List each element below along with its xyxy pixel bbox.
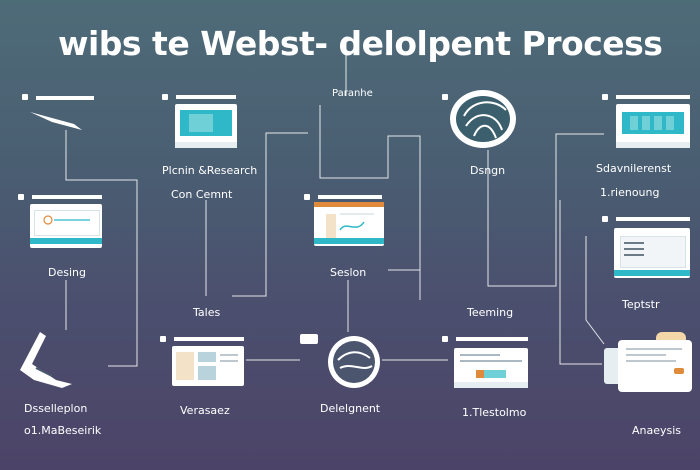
teptstr-monitor[interactable] [614, 228, 690, 278]
wire-10 [487, 133, 604, 287]
laptop-icon [43, 215, 90, 225]
label-analyssis: Anaeysis [632, 424, 682, 437]
label-dsselleplon: Dsselleplon [24, 402, 88, 415]
small-tab [300, 334, 318, 344]
salvalerens-monitor[interactable] [616, 104, 690, 148]
wire-12 [585, 236, 605, 345]
delepgnent-globe[interactable] [328, 336, 384, 388]
desing-laptop[interactable] [30, 204, 102, 248]
badge-verasaez [160, 336, 166, 342]
page-title: wibs te Webst- delolpent Process [58, 24, 663, 63]
label-content: Con Cemnt [171, 188, 233, 201]
label-teptstr: Teptstr [622, 298, 660, 311]
label-dbaseirik: o1.MaBeseirik [24, 424, 102, 437]
wire-4 [232, 132, 308, 297]
planning-monitor[interactable] [175, 104, 237, 148]
badge-planning [162, 94, 168, 100]
badge-seslon [304, 194, 310, 200]
label-delepgnent: Delelgnent [320, 402, 381, 415]
label-seslon: Seslon [330, 266, 367, 279]
bar-verasaez [174, 337, 244, 341]
analyssis-printer[interactable] [604, 332, 696, 398]
pen-icon [20, 332, 72, 388]
label-planning: Plcnin &Research [162, 164, 258, 177]
pen-icon [30, 112, 82, 130]
bar-planning [176, 95, 236, 99]
seslon-document[interactable] [314, 202, 384, 246]
label-salvalerens: Sdavnilerenst [596, 162, 672, 175]
label-tiestolmo: 1.Tlestolmo [462, 406, 527, 419]
badge-salvalerens [602, 94, 608, 100]
globe-icon [463, 101, 507, 139]
bar-seslon [318, 195, 382, 199]
dsselleplon-pen[interactable] [16, 330, 86, 390]
badge-design [442, 94, 448, 100]
globe-icon [337, 351, 373, 369]
wire-7 [319, 105, 421, 300]
label-desing: Desing [48, 266, 86, 279]
bar-desing [32, 195, 102, 199]
bar-salvalerens [616, 95, 690, 99]
design-globe[interactable] [450, 86, 522, 148]
label-numbering: 1.rienoung [600, 186, 660, 199]
label-paranhe: Paranhe [332, 88, 373, 99]
wire-11 [559, 200, 602, 365]
label-design: Dsngn [470, 164, 506, 177]
badge-teptstr [602, 216, 608, 222]
badge-desing [18, 194, 24, 200]
wire-1 [65, 130, 138, 367]
label-teeming: Teeming [467, 306, 514, 319]
verasaez-monitor[interactable] [172, 346, 244, 386]
document-icon [326, 213, 374, 240]
bar-teptstr [616, 217, 690, 221]
badge-tiestolmo [442, 336, 448, 342]
bar-tiestolmo [456, 337, 528, 341]
tiestolmo-monitor[interactable] [454, 348, 528, 388]
label-verasaez: Verasaez [180, 404, 230, 417]
tool-pen-top [22, 94, 102, 134]
label-tales: Tales [193, 306, 221, 319]
